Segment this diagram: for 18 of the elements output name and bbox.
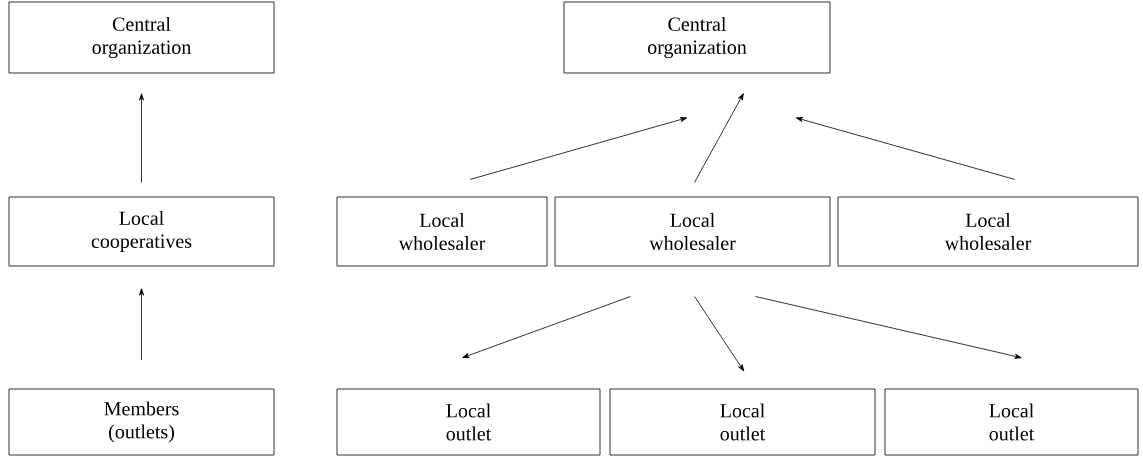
org-box: Local wholesaler	[554, 196, 831, 267]
org-box: Central organization	[8, 1, 275, 74]
arrow	[139, 93, 145, 183]
org-box: Local wholesaler	[837, 196, 1139, 267]
org-box: Local outlet	[884, 388, 1139, 456]
arrow	[462, 296, 631, 358]
org-box: Local cooperatives	[8, 196, 275, 267]
arrow	[139, 288, 145, 361]
org-box: Local wholesaler	[336, 196, 548, 267]
org-box: Central organization	[563, 1, 831, 74]
org-box: Local outlet	[609, 388, 876, 456]
org-box: Members (outlets)	[8, 388, 275, 456]
arrow	[694, 296, 745, 372]
arrow	[469, 117, 688, 180]
org-box: Local outlet	[336, 388, 601, 456]
arrow	[694, 93, 744, 183]
arrow	[755, 296, 1022, 359]
arrow	[795, 117, 1016, 180]
